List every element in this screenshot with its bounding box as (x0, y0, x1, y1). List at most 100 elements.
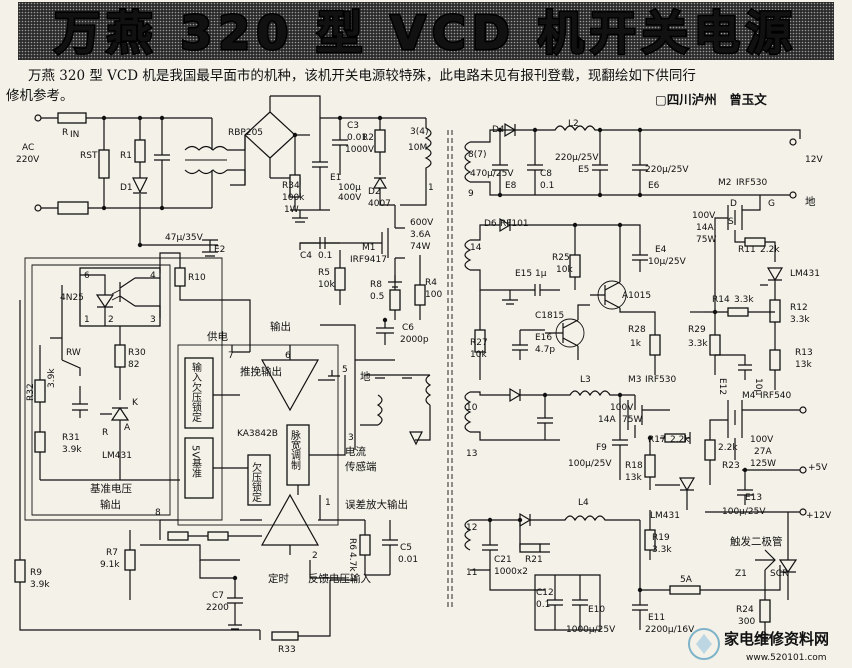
secondary-5v (470, 387, 807, 560)
label-r29: R29 (688, 325, 706, 335)
label-r18: R18 (625, 461, 643, 471)
label-err-amp: 误差放大输出 (345, 498, 408, 511)
label-e1: E1 (330, 173, 341, 183)
label-out12: 12V (805, 155, 823, 165)
label-e10-v: 1000μ/25V (566, 625, 616, 635)
label-r12: R12 (790, 303, 808, 313)
label-c4-v: 0.1 (318, 251, 332, 261)
label-output: 输出 (270, 320, 291, 333)
label-m2: M2 (718, 178, 732, 188)
component-labels: AC 220V R IN RST R1 D1 RBP205 C3 0.01 10… (16, 119, 832, 655)
label-lm431a-a: A (124, 423, 131, 433)
label-c6: C6 (402, 323, 414, 333)
main-transformer (447, 130, 472, 610)
label-pin6: 6 (84, 271, 90, 281)
label-blk-pwm: 脉宽调制 (289, 429, 301, 470)
label-c5: C5 (400, 543, 412, 553)
label-l2: L2 (568, 119, 579, 129)
primary-wiring (24, 95, 432, 521)
label-r11: R11 (738, 245, 756, 255)
label-tr-pin: 3(4) (410, 127, 428, 137)
label-trigger: 触发二极管 (730, 535, 783, 548)
label-supply: 供电 (207, 330, 228, 343)
label-ref-v: 基准电压 (90, 482, 132, 495)
label-m1-p: 74W (410, 242, 430, 252)
author-credit: ▢四川泸州 曾玉文 (655, 92, 767, 107)
label-c8-v: 0.1 (540, 181, 554, 191)
label-r25: R25 (552, 253, 570, 263)
secondary-control (470, 217, 752, 380)
label-r6: R6 (347, 538, 357, 550)
site-watermark: 家电维修资料网 www.520101.com (688, 628, 829, 663)
label-m1: M1 (362, 243, 376, 253)
junction-dots (101, 115, 748, 593)
label-m1-r: 600V (410, 218, 434, 228)
label-m3-r: 100V (610, 403, 634, 413)
label-r17-v: 2.2k (670, 435, 690, 445)
label-d6-v: RF101 (500, 219, 529, 229)
label-lm431c: LM431 (650, 511, 680, 521)
label-r30-v: 82 (128, 360, 139, 370)
label-ic-pin7: 7 (228, 351, 234, 361)
label-scr: SCR (770, 569, 788, 579)
label-e13: E13 (745, 493, 762, 503)
label-m4-i: 27A (754, 447, 772, 457)
label-m2-s: S (728, 217, 734, 227)
label-e15-v: 1μ (535, 269, 547, 279)
label-r14: R14 (712, 295, 730, 305)
label-e1-r: 400V (338, 193, 362, 203)
label-r4-v: 100 (425, 290, 442, 300)
label-e12: E12 (717, 378, 727, 395)
label-gnd-r: 地 (805, 195, 816, 208)
label-ic-pin6: 6 (285, 351, 291, 361)
label-r6-v: 4.7k (347, 552, 357, 572)
label-r4: R4 (425, 278, 437, 288)
label-e16: E16 (535, 333, 552, 343)
label-r23: R23 (722, 461, 740, 471)
label-r17: R17 (648, 435, 666, 445)
label-ac: AC (22, 143, 34, 153)
label-r28: R28 (628, 325, 646, 335)
label-fb-in: 反馈电压输入 (308, 572, 371, 585)
label-ic-pin8: 8 (155, 508, 161, 518)
label-ref-v2: 输出 (100, 498, 121, 511)
label-lm431b: LM431 (790, 269, 820, 279)
label-ac-v: 220V (16, 155, 40, 165)
label-r5-v: 10k (318, 280, 335, 290)
label-rin: R (62, 128, 68, 138)
label-r24-v: 300 (738, 617, 755, 627)
label-rst: RST (80, 151, 98, 161)
label-f9: F9 (596, 443, 607, 453)
label-m4-v: IRF540 (760, 391, 792, 401)
label-c5-v: 0.01 (398, 555, 418, 565)
label-e8-n: E8 (505, 181, 517, 191)
label-r34-v: 100k (282, 193, 305, 203)
label-blk-5v: 5V基准 (190, 445, 202, 478)
label-ic: KA3842B (237, 429, 278, 439)
label-s11: 11 (466, 568, 477, 578)
label-blk-ovl: 欠压锁定 (250, 461, 262, 503)
label-r7: R7 (106, 548, 118, 558)
label-r2: R2 (362, 133, 374, 143)
label-e15: E15 (515, 269, 532, 279)
label-e2: 47μ/35V (165, 233, 204, 243)
label-c6-v: 2000p (400, 335, 429, 345)
article-title: 万燕 320 型 VCD 机开关电源 (18, 2, 834, 60)
label-ic-pin2: 2 (312, 551, 318, 561)
label-r29-v: 3.3k (688, 339, 708, 349)
label-lm431a-k: K (132, 398, 139, 408)
label-m2-i: 14A (696, 223, 714, 233)
label-c12-v: 0.1 (536, 600, 550, 610)
label-e13-v: 100μ/25V (722, 507, 766, 517)
label-s12: 12 (466, 523, 477, 533)
label-r9-v: 3.9k (30, 580, 50, 590)
label-r23-v: 2.2k (718, 443, 738, 453)
label-opto: 4N25 (60, 293, 84, 303)
label-m2-g: G (768, 199, 775, 209)
label-q-a1015: A1015 (622, 291, 651, 301)
label-rw: RW (66, 348, 81, 358)
label-r12-v: 3.3k (790, 315, 810, 325)
label-c4: C4 (300, 251, 312, 261)
label-c7: C7 (212, 591, 224, 601)
label-s13: 13 (466, 449, 477, 459)
